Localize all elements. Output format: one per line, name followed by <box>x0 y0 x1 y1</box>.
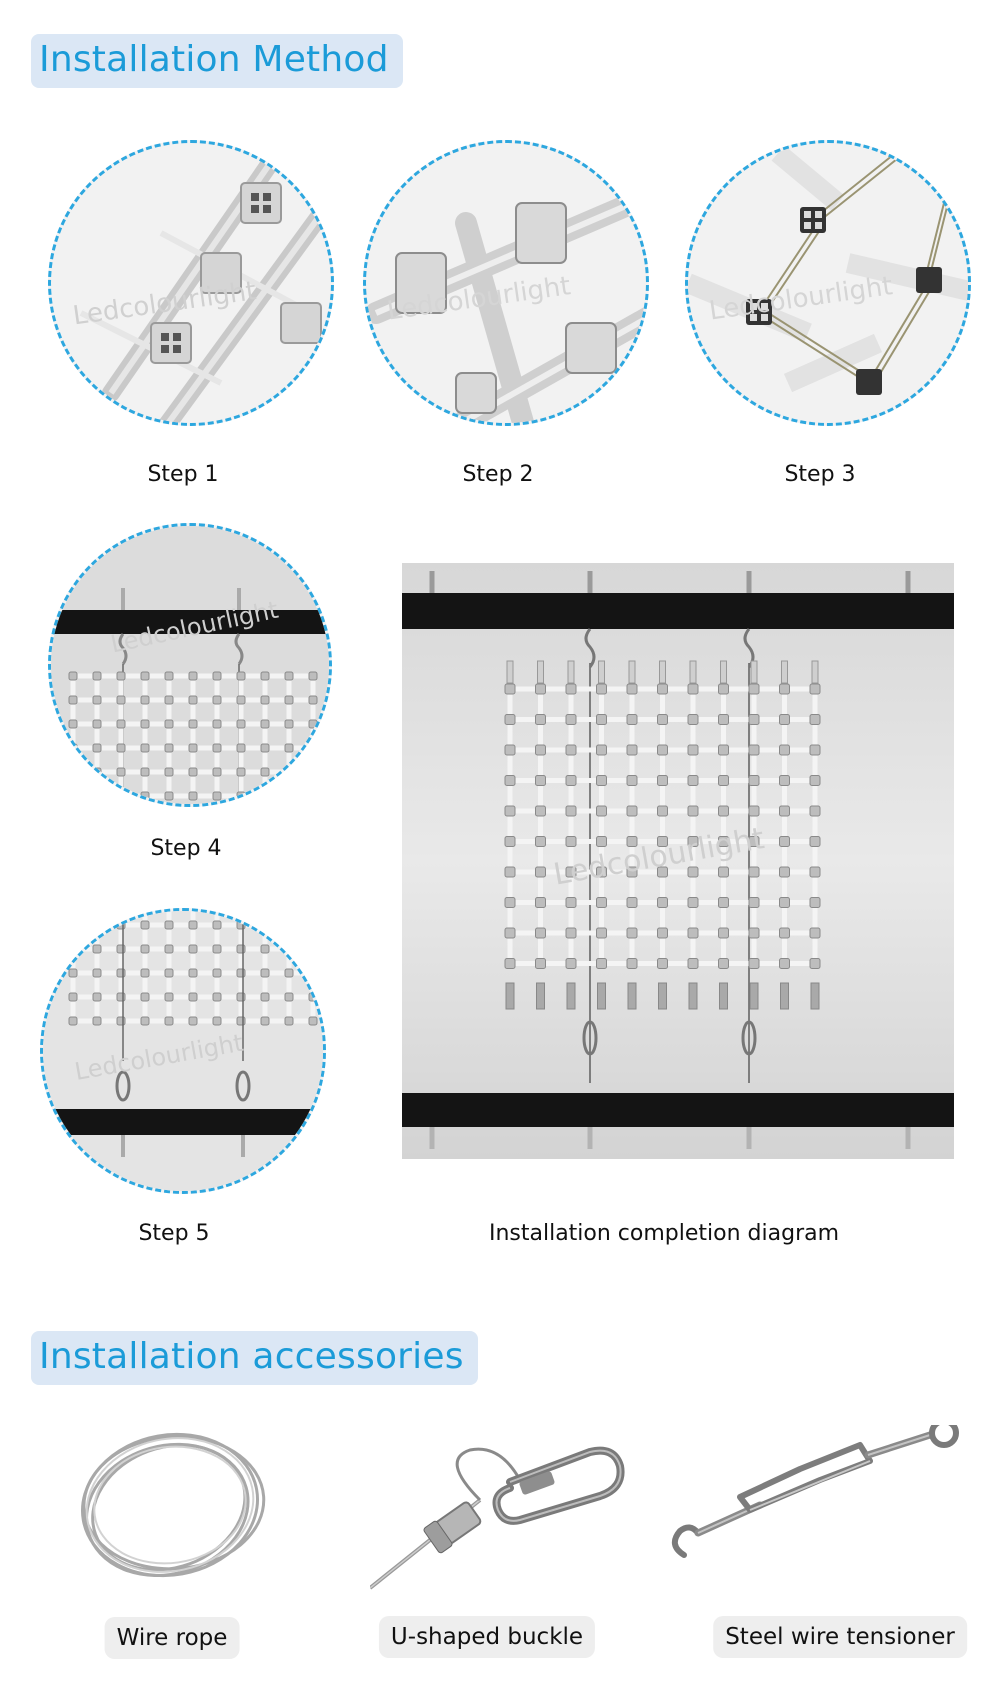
step-2-label: Step 2 <box>462 462 534 487</box>
step-5-label: Step 5 <box>138 1221 210 1246</box>
step-5-image: Ledcolourlight <box>40 908 326 1194</box>
step-3-label: Step 3 <box>784 462 856 487</box>
step-4-image: Ledcolourlight <box>48 523 332 807</box>
step-2-image: Ledcolourlight <box>363 140 649 426</box>
step-4-label: Step 4 <box>150 836 222 861</box>
u-shaped-buckle-image <box>368 1440 630 1590</box>
step-3-image: Ledcolourlight <box>685 140 971 426</box>
installation-accessories-title: Installation accessories <box>31 1331 478 1385</box>
steel-wire-tensioner-image <box>670 1418 970 1575</box>
step-1-image: Ledcolourlight <box>48 140 334 426</box>
steel-wire-tensioner-label: Steel wire tensioner <box>713 1616 967 1658</box>
wire-rope-label: Wire rope <box>104 1617 240 1659</box>
completion-label: Installation completion diagram <box>488 1221 840 1246</box>
wire-rope-image <box>70 1425 270 1585</box>
installation-method-title: Installation Method <box>31 34 403 88</box>
watermark: Ledcolourlight <box>707 271 894 326</box>
installation-completion-image: Ledcolourlight <box>402 563 954 1159</box>
step-1-label: Step 1 <box>147 462 219 487</box>
u-shaped-buckle-label: U-shaped buckle <box>378 1616 596 1658</box>
